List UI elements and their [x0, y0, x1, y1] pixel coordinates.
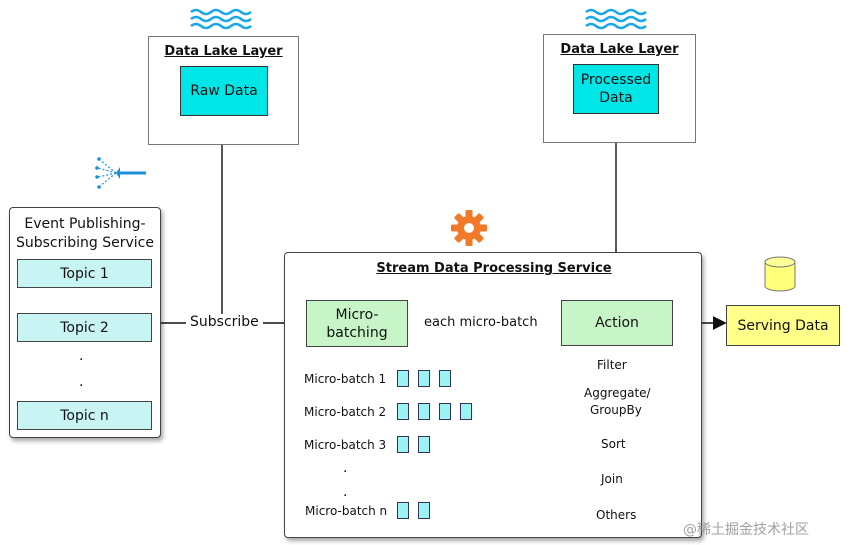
topic-1-box: Topic 1: [17, 259, 152, 288]
op-join: Join: [601, 472, 623, 486]
batch-square: [397, 436, 409, 453]
stream-service-title: Stream Data Processing Service: [376, 261, 612, 276]
processed-data-line1: Processed: [580, 72, 652, 88]
op-sort: Sort: [601, 437, 626, 451]
micro-batch-2-label: Micro-batch 2: [304, 405, 387, 419]
topic-2-box: Topic 2: [17, 313, 152, 342]
event-service-title-line2: Subscribing Service: [15, 235, 154, 251]
event-service-title: Event Publishing- Subscribing Service: [10, 215, 160, 253]
raw-data-box: Raw Data: [180, 66, 268, 116]
micro-batch-1-label: Micro-batch 1: [304, 372, 387, 386]
action-box: Action: [561, 300, 673, 346]
batch-square: [418, 370, 430, 387]
serving-data-box: Serving Data: [726, 305, 840, 346]
topic-n-box: Topic n: [17, 401, 152, 430]
event-service-title-line1: Event Publishing-: [24, 216, 146, 232]
micro-batch-3-label: Micro-batch 3: [304, 438, 387, 452]
micro-batching-line1: Micro-: [335, 306, 379, 323]
data-lake-left-title: Data Lake Layer: [164, 44, 283, 59]
processed-data-box: Processed Data: [573, 64, 659, 114]
stream-spray-icon: [95, 157, 146, 189]
water-icon-left: [190, 8, 252, 30]
op-others: Others: [596, 508, 637, 522]
batch-square: [418, 403, 430, 420]
op-groupby: GroupBy: [590, 403, 642, 417]
gear-icon: [451, 210, 487, 246]
micro-batch-n-label: Micro-batch n: [305, 504, 388, 518]
database-icon: [764, 256, 796, 292]
batch-square: [397, 403, 409, 420]
water-icon-right: [585, 8, 647, 30]
op-filter: Filter: [597, 358, 627, 372]
batch-square: [397, 370, 409, 387]
topic-ellipsis-1: .: [79, 348, 84, 364]
subscribe-label: Subscribe: [186, 314, 263, 330]
processed-data-line2: Data: [599, 90, 633, 106]
micro-batching-line2: batching: [326, 324, 388, 341]
batch-square: [439, 370, 451, 387]
each-micro-batch-label: each micro-batch: [421, 315, 541, 330]
batch-square: [418, 502, 430, 519]
watermark: @稀土掘金技术社区: [683, 522, 809, 538]
batch-square: [418, 436, 430, 453]
stream-service-panel: Stream Data Processing Service: [284, 252, 702, 538]
batch-square: [397, 502, 409, 519]
batch-square: [460, 403, 472, 420]
data-lake-right-title: Data Lake Layer: [560, 42, 679, 57]
batch-ellipsis-2: .: [343, 484, 348, 500]
op-aggregate: Aggregate/: [584, 386, 651, 400]
batch-square: [439, 403, 451, 420]
batch-ellipsis-1: .: [343, 460, 348, 476]
micro-batching-box: Micro- batching: [306, 300, 408, 347]
topic-ellipsis-2: .: [79, 374, 84, 390]
